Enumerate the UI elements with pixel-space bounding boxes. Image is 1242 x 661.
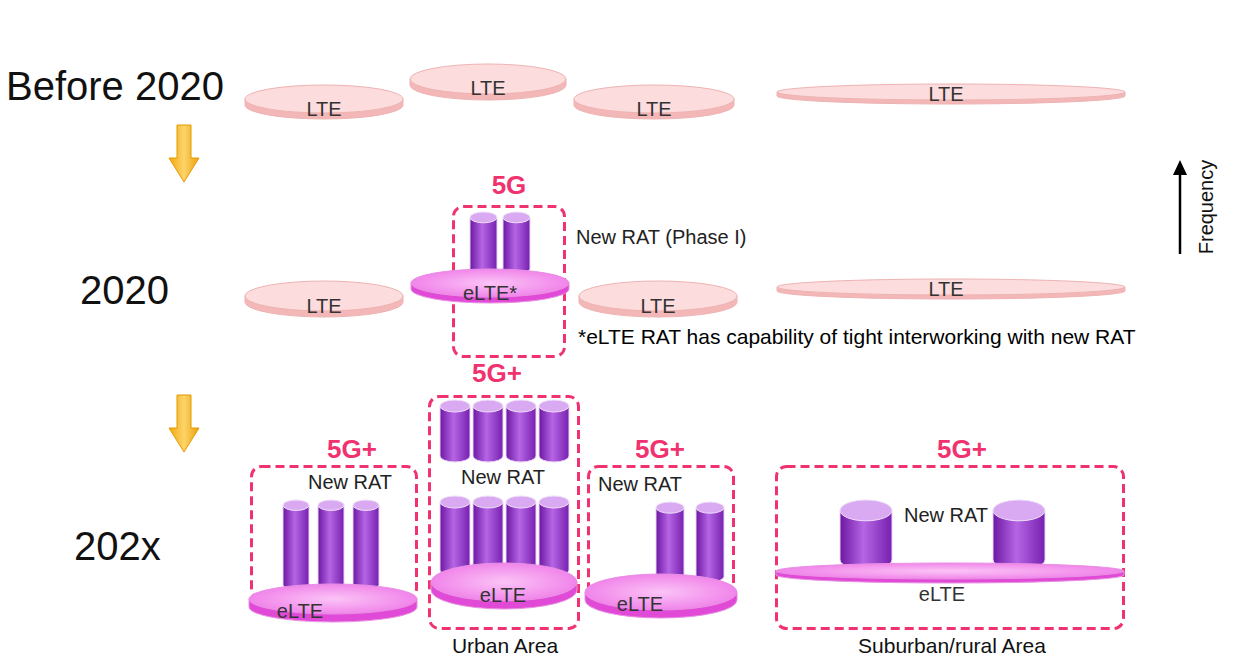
lte-layer-disk: LTE	[578, 280, 738, 318]
footnote: *eLTE RAT has capability of tight interw…	[578, 326, 1136, 347]
down-arrow	[169, 125, 199, 182]
lte-layer-disk: LTE	[776, 83, 1126, 105]
cylinder-body	[473, 406, 503, 462]
generation-heading: 5G+	[635, 436, 685, 462]
disk-shape	[248, 583, 418, 623]
elte-layer-disk: eLTE	[775, 562, 1125, 606]
lte-layer-disk: LTE	[409, 63, 567, 101]
layer-label: eLTE	[480, 585, 526, 605]
elte-layer-disk: eLTE	[248, 583, 418, 623]
layer-label: LTE	[306, 99, 341, 119]
layer-label: eLTE	[617, 594, 663, 614]
row-year-label: Before 2020	[6, 66, 224, 106]
layer-label: LTE	[928, 279, 963, 299]
disk-top	[776, 563, 1124, 579]
row-year-label: 2020	[80, 270, 169, 310]
network-area-box: 5G+ New RAT eLTE	[773, 436, 1127, 632]
generation-heading: 5G+	[937, 436, 987, 462]
generation-heading: 5G	[492, 172, 527, 198]
cylinder-body	[318, 505, 344, 590]
layer-label: LTE	[636, 99, 671, 119]
layer-label: LTE	[640, 296, 675, 316]
cylinder-top	[440, 496, 470, 508]
cylinder-top	[353, 500, 379, 510]
rat-label: New RAT (Phase I)	[576, 227, 746, 247]
axis-label: Frequency	[1196, 160, 1216, 255]
layer-label: LTE	[928, 84, 963, 104]
rat-label: New RAT	[308, 472, 392, 492]
area-label: Suburban/rural Area	[858, 635, 1046, 656]
row-year-label: 202x	[74, 526, 161, 566]
cylinder-top	[840, 500, 892, 521]
cylinder-body	[440, 406, 470, 462]
cylinder-body	[539, 406, 569, 462]
lte-layer-disk: LTE	[776, 278, 1126, 300]
rat-label: New RAT	[904, 505, 988, 525]
network-area-box: 5G+ New RAT eLTE	[426, 358, 581, 632]
layer-label: eLTE	[919, 584, 965, 604]
cylinder-top	[283, 500, 309, 510]
cylinder-body	[470, 217, 497, 274]
network-area-box: 5G eLTE*	[408, 168, 572, 360]
cylinder-top	[539, 496, 569, 508]
cylinder-top	[506, 496, 536, 508]
rat-label: New RAT	[461, 467, 545, 487]
cylinder-body	[506, 406, 536, 462]
elte-layer-disk: eLTE	[430, 562, 578, 610]
cylinder-top	[470, 212, 497, 223]
layer-label: eLTE	[277, 601, 323, 621]
cylinder-body	[283, 505, 309, 590]
area-outline	[408, 168, 572, 360]
cylinder-body	[539, 502, 569, 576]
lte-layer-disk: LTE	[244, 84, 404, 120]
cylinder-top	[473, 496, 503, 508]
generation-heading: 5G+	[327, 436, 377, 462]
dashed-boundary	[777, 467, 1124, 629]
cylinder-body	[503, 217, 530, 274]
layer-label: LTE	[306, 296, 341, 316]
cylinder-top	[473, 400, 503, 412]
disk-top	[249, 584, 417, 614]
lte-layer-disk: LTE	[573, 84, 735, 120]
down-arrow	[169, 395, 199, 452]
generation-heading: 5G+	[472, 360, 522, 386]
layer-label: eLTE*	[463, 283, 517, 303]
cylinder-top	[696, 502, 724, 513]
dashed-boundary	[430, 397, 579, 629]
cylinder-body	[440, 502, 470, 576]
frequency-arrowhead	[1173, 160, 1187, 175]
cylinder-top	[503, 212, 530, 223]
elte-layer-disk: eLTE*	[410, 268, 570, 304]
dashed-boundary	[252, 467, 417, 599]
lte-layer-disk: LTE	[244, 280, 404, 318]
cylinder-top	[539, 400, 569, 412]
network-area-box: 5G+ New RAT eLTE	[246, 436, 420, 626]
cylinder-body	[656, 508, 684, 582]
frequency-axis	[1179, 172, 1182, 254]
elte-layer-disk: eLTE	[584, 573, 738, 619]
area-label: Urban Area	[452, 635, 558, 656]
cylinder-body	[696, 508, 724, 582]
cylinder-top	[318, 500, 344, 510]
network-area-box: 5G+ New RAT eLTE	[582, 436, 740, 622]
cylinder-top	[506, 400, 536, 412]
cylinder-body	[353, 505, 379, 590]
layer-label: LTE	[470, 78, 505, 98]
rat-label: New RAT	[598, 474, 682, 494]
cylinder-top	[656, 502, 684, 513]
cylinder-top	[993, 500, 1045, 521]
cylinder-top	[440, 400, 470, 412]
